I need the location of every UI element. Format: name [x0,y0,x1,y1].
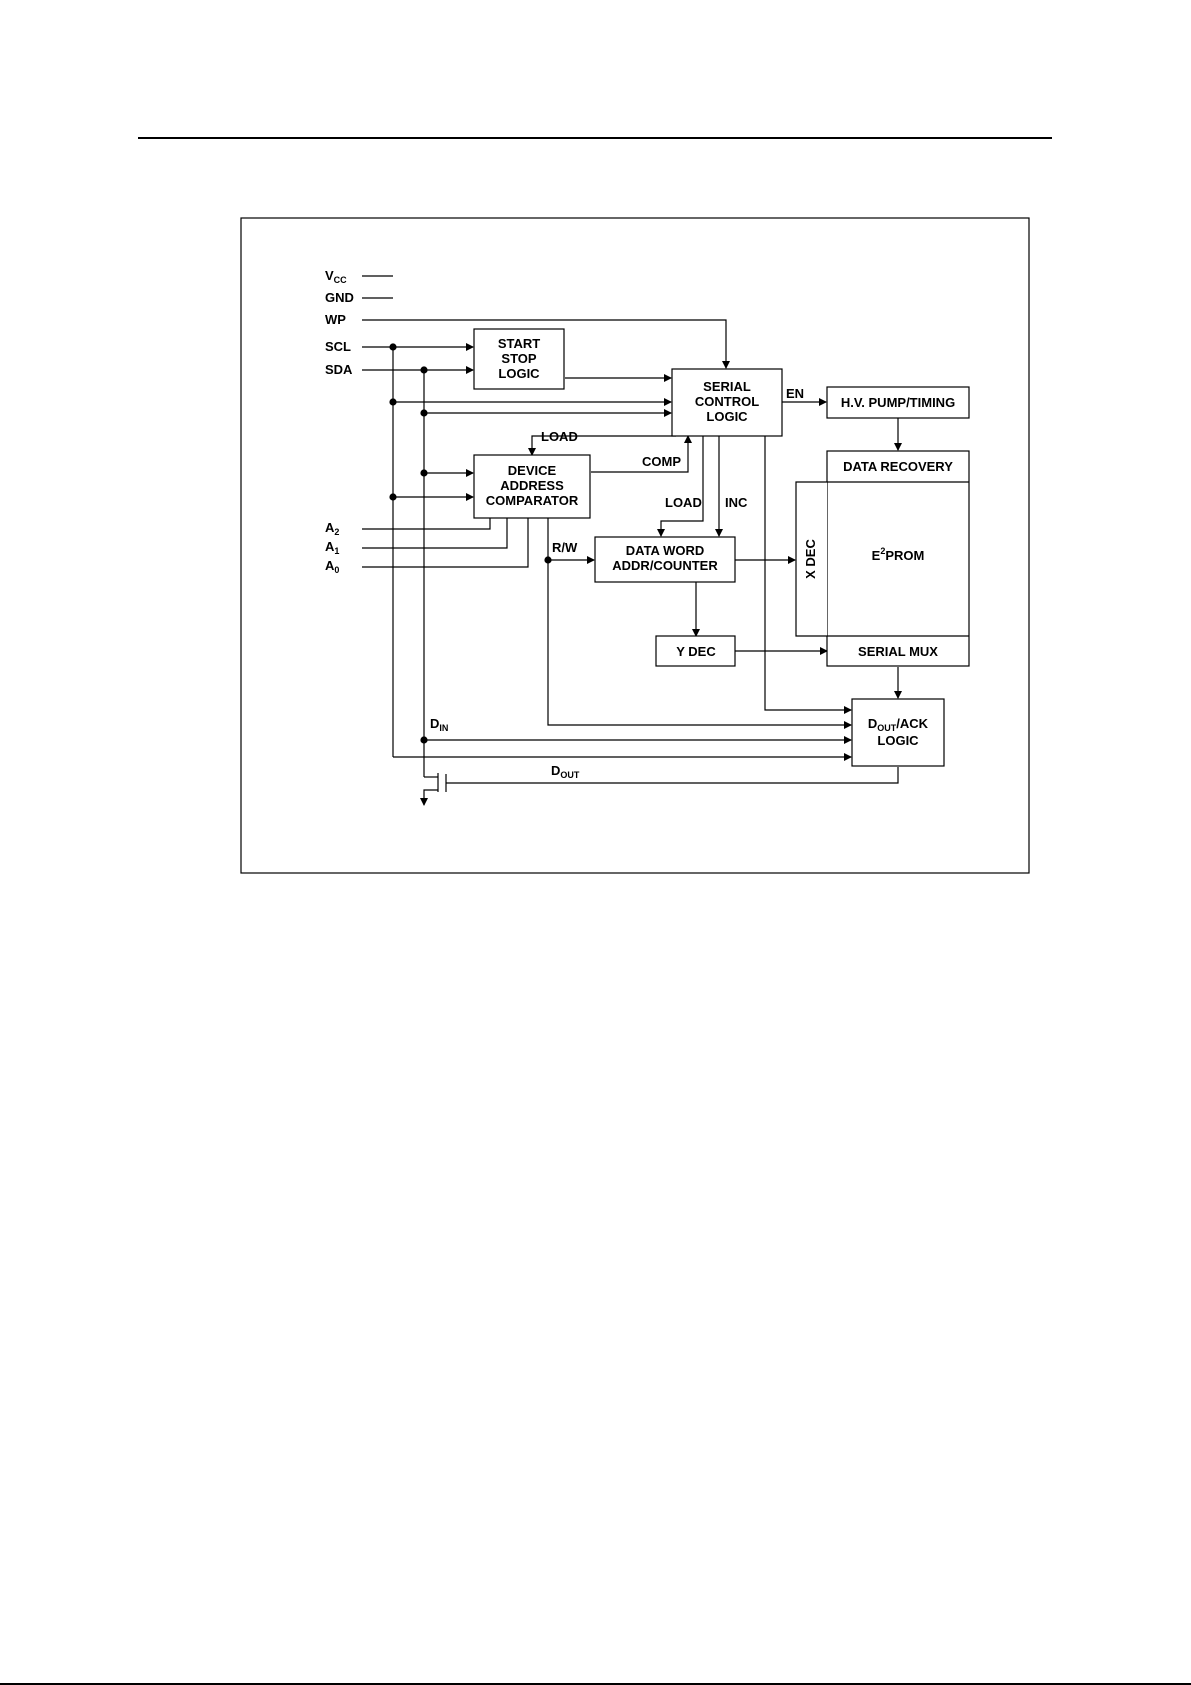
inc-label: INC [725,495,748,510]
a1-wire [362,518,507,548]
device-address-line2: ADDRESS [500,478,564,493]
data-word-line1: DATA WORD [626,543,704,558]
load-to-dataword [661,436,703,536]
junction-dots [389,343,551,743]
pin-wp: WP [325,312,346,327]
serial-control-line1: SERIAL [703,379,751,394]
data-word-line2: ADDR/COUNTER [612,558,718,573]
start-stop-line1: START [498,336,540,351]
dout-return [446,767,898,783]
din-label: DIN [430,716,448,733]
pin-a2: A2 [325,520,339,537]
en-label: EN [786,386,804,401]
device-address-line1: DEVICE [508,463,557,478]
pin-gnd: GND [325,290,354,305]
dout-label: DOUT [551,763,580,780]
start-stop-line2: STOP [501,351,536,366]
dout-ack-line2: LOGIC [877,733,919,748]
dout-ack-line1: DOUT/ACK [868,716,929,733]
serial-control-line2: CONTROL [695,394,759,409]
hv-pump-label: H.V. PUMP/TIMING [841,395,955,410]
comp-label: COMP [642,454,681,469]
data-recovery-label: DATA RECOVERY [843,459,953,474]
start-stop-line3: LOGIC [498,366,540,381]
y-dec-label: Y DEC [676,644,716,659]
load-top-label: LOAD [541,429,578,444]
a0-wire [362,518,528,567]
load-mid-label: LOAD [665,495,702,510]
pin-a1: A1 [325,539,339,556]
transistor-source [424,790,438,805]
eeprom-label: E2PROM [872,546,925,563]
rw-label: R/W [552,540,578,555]
serial-mux-label: SERIAL MUX [858,644,938,659]
device-address-line3: COMPARATOR [486,493,579,508]
x-dec-label: X DEC [803,539,818,579]
a2-wire [362,518,490,529]
serial-control-line3: LOGIC [706,409,748,424]
pin-a0: A0 [325,558,339,575]
pin-scl: SCL [325,339,351,354]
pin-sda: SDA [325,362,353,377]
pin-vcc: VCC [325,268,347,285]
